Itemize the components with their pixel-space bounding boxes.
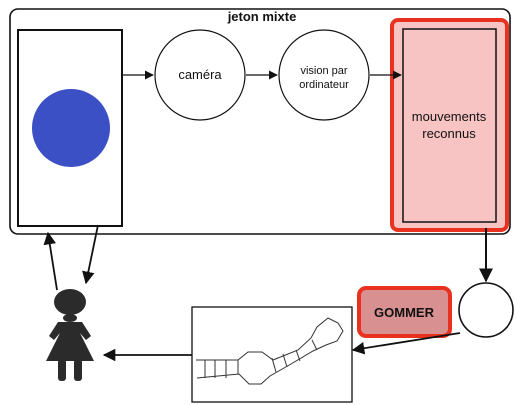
arrow-person-to-token [43, 231, 58, 291]
camera-node [154, 29, 246, 121]
erase-button-label: GOMMER [374, 305, 435, 320]
arrow-action-to-drawing [351, 332, 461, 355]
mixed-token-container [9, 8, 511, 235]
movements-label-line2: reconnus [422, 126, 476, 141]
vision-label-line2: ordinateur [299, 79, 349, 91]
drawing-panel [191, 306, 353, 403]
arrow-token-to-person [82, 224, 99, 285]
movements-label-line1: mouvements [412, 109, 487, 124]
recognized-movements-node [402, 28, 497, 223]
camera-label: caméra [178, 67, 222, 82]
action-node [458, 282, 514, 338]
token-dot [32, 89, 110, 167]
vision-label-line1: vision par [300, 65, 347, 77]
person-icon [46, 289, 94, 381]
computer-vision-node [278, 29, 370, 121]
container-title: jeton mixte [227, 9, 297, 24]
erase-button[interactable] [357, 286, 452, 338]
drawn-path-sketch [196, 317, 344, 385]
